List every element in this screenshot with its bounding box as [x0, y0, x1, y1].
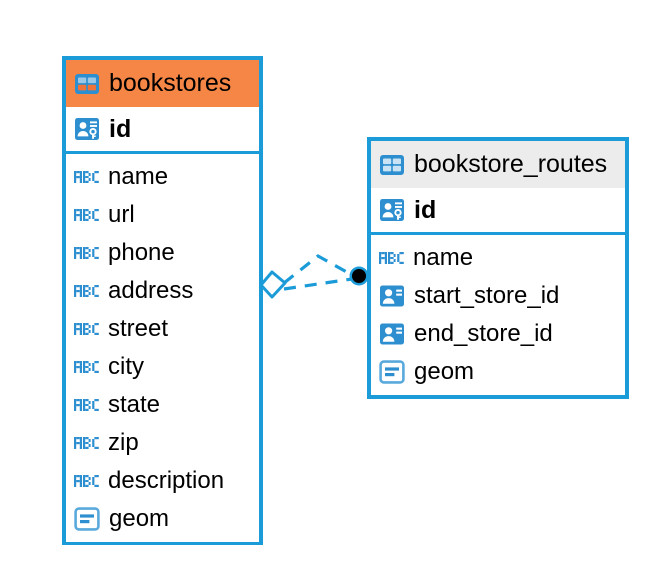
field-label: city	[108, 353, 144, 380]
primary-key-icon	[75, 118, 99, 140]
field-row[interactable]: start_store_id	[371, 277, 625, 315]
primary-key-icon	[380, 199, 404, 221]
geometry-type-icon	[379, 360, 405, 384]
field-row[interactable]: end_store_id	[371, 315, 625, 353]
text-type-icon	[74, 171, 99, 183]
relationship-target-dot[interactable]	[349, 266, 369, 286]
primary-key-label: id	[109, 114, 132, 143]
relationship-line-upper	[283, 254, 353, 285]
table-grid-icon	[75, 73, 99, 94]
text-type-icon	[74, 361, 99, 373]
field-row[interactable]: name	[66, 158, 259, 196]
field-label: geom	[109, 505, 170, 532]
text-type-icon	[74, 399, 99, 411]
field-row[interactable]: address	[66, 272, 259, 310]
primary-key-label: id	[414, 195, 437, 224]
field-label: description	[108, 467, 225, 494]
text-type-icon	[74, 475, 99, 487]
field-row[interactable]: name	[371, 239, 625, 277]
foreign-key-icon	[380, 285, 404, 307]
field-row[interactable]: geom	[371, 353, 625, 391]
table-name-label: bookstores	[109, 69, 232, 97]
field-row[interactable]: phone	[66, 234, 259, 272]
field-list-bookstores: name url phone address street city state zip des…	[66, 154, 259, 542]
field-label: url	[108, 201, 135, 228]
field-row[interactable]: state	[66, 386, 259, 424]
field-label: geom	[414, 358, 475, 385]
field-row-primary-key[interactable]: id	[66, 107, 259, 154]
field-label: street	[108, 315, 169, 342]
field-row[interactable]: street	[66, 310, 259, 348]
table-name-label: bookstore_routes	[414, 150, 608, 178]
text-type-icon	[74, 323, 99, 335]
foreign-key-icon	[380, 323, 404, 345]
field-label: name	[108, 163, 169, 190]
text-type-icon	[74, 209, 99, 221]
field-row-primary-key[interactable]: id	[371, 188, 625, 235]
field-row[interactable]: description	[66, 462, 259, 500]
geometry-type-icon	[74, 507, 100, 531]
table-grid-icon	[380, 154, 404, 175]
text-type-icon	[74, 247, 99, 259]
field-label: start_store_id	[414, 282, 560, 309]
text-type-icon	[74, 285, 99, 297]
field-label: end_store_id	[414, 320, 553, 347]
text-type-icon	[379, 252, 404, 264]
relationship-source-diamond[interactable]	[259, 270, 287, 299]
field-label: phone	[108, 239, 175, 266]
field-row[interactable]: url	[66, 196, 259, 234]
field-label: state	[108, 391, 161, 418]
text-type-icon	[74, 437, 99, 449]
table-header-bookstores[interactable]: bookstores	[66, 60, 259, 107]
field-label: zip	[108, 429, 139, 456]
field-row[interactable]: geom	[66, 500, 259, 538]
relationship-line-lower	[283, 277, 353, 291]
field-label: address	[108, 277, 194, 304]
field-row[interactable]: zip	[66, 424, 259, 462]
table-bookstores[interactable]: bookstores id name url phone address street c…	[62, 56, 263, 545]
field-row[interactable]: city	[66, 348, 259, 386]
field-label: name	[413, 244, 474, 271]
table-header-bookstore-routes[interactable]: bookstore_routes	[371, 141, 625, 188]
